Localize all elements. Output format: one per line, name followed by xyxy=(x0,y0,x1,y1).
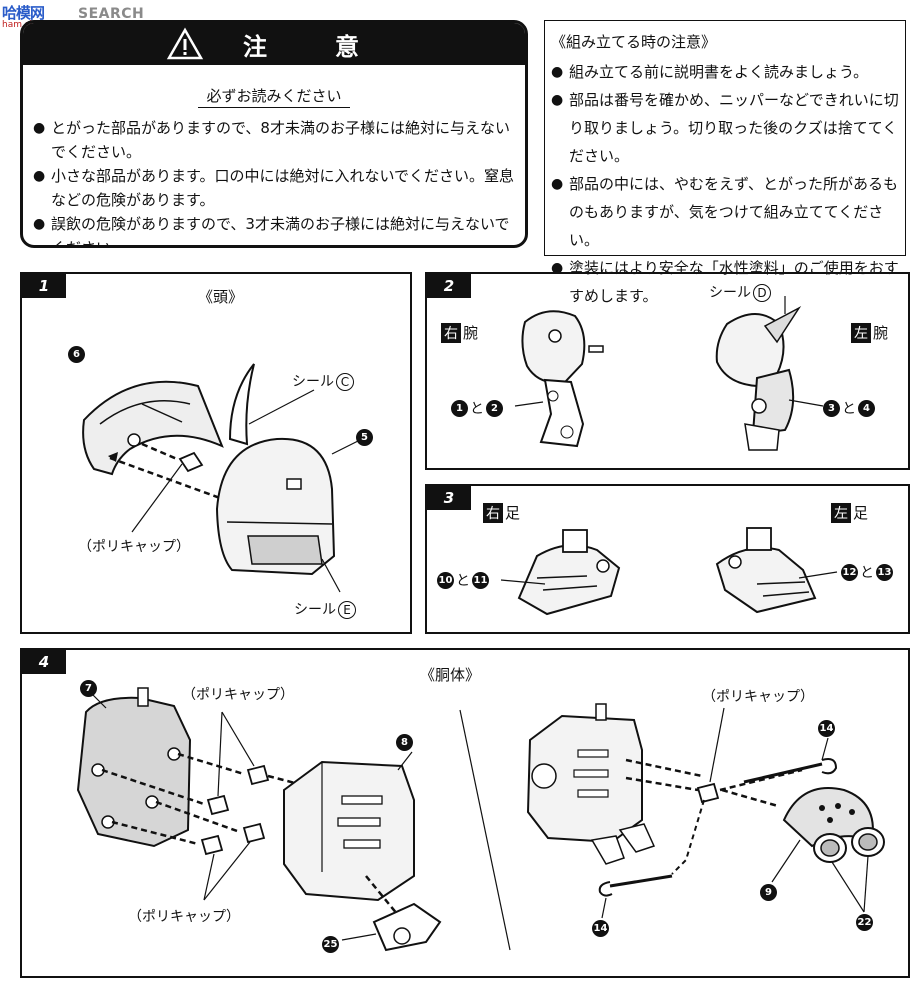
warning-triangle-icon xyxy=(167,28,203,60)
part-number-25: 25 xyxy=(322,936,339,953)
warning-subtitle: 必ずお読みください xyxy=(23,85,525,106)
part-number-5: 5 xyxy=(356,429,373,446)
part-number-8: 8 xyxy=(396,734,413,751)
notes-title: 《組み立てる時の注意》 xyxy=(551,31,899,52)
warning-list: とがった部品がありますので、8才未満のお子様には絶対に与えないでください。 小さ… xyxy=(23,116,525,248)
part-number-14-lower: 14 xyxy=(592,920,609,937)
part-number-7: 7 xyxy=(80,680,97,697)
step-4-panel: 4 《胴体》 （ポリキャップ） （ポリキャップ） （ポリキャップ） xyxy=(20,648,910,978)
polycap-label: （ポリキャップ） xyxy=(78,536,190,556)
warning-item: とがった部品がありますので、8才未満のお子様には絶対に与えないでください。 xyxy=(33,116,515,164)
part-number-6: 6 xyxy=(68,346,85,363)
legs-illustration xyxy=(427,486,910,634)
head-illustration xyxy=(22,274,412,634)
note-item: 組み立てる前に説明書をよく読みましょう。 xyxy=(551,58,899,86)
note-item: 部品は番号を確かめ、ニッパーなどできれいに切り取りましょう。切り取った後のクズは… xyxy=(551,86,899,170)
assembly-notes-box: 《組み立てる時の注意》 組み立てる前に説明書をよく読みましょう。 部品は番号を確… xyxy=(544,20,906,256)
part-number-14-upper: 14 xyxy=(818,720,835,737)
warning-header: 注 意 xyxy=(23,23,525,65)
torso-illustration xyxy=(22,650,910,978)
warning-item: 小さな部品があります。口の中には絶対に入れないでください。窒息などの危険がありま… xyxy=(33,164,515,212)
part-number-9: 9 xyxy=(760,884,777,901)
warning-title: 注 意 xyxy=(229,27,381,62)
note-item: 部品の中には、やむをえず、とがった所があるものもありますが、気をつけて組み立てて… xyxy=(551,170,899,254)
warning-item: 誤飲の危険がありますので、3才未満のお子様には絶対に与えないでください。 xyxy=(33,212,515,248)
part-number-22: 22 xyxy=(856,914,873,931)
arms-illustration xyxy=(427,274,910,470)
warning-box: 注 意 必ずお読みください とがった部品がありますので、8才未満のお子様には絶対… xyxy=(20,20,528,248)
